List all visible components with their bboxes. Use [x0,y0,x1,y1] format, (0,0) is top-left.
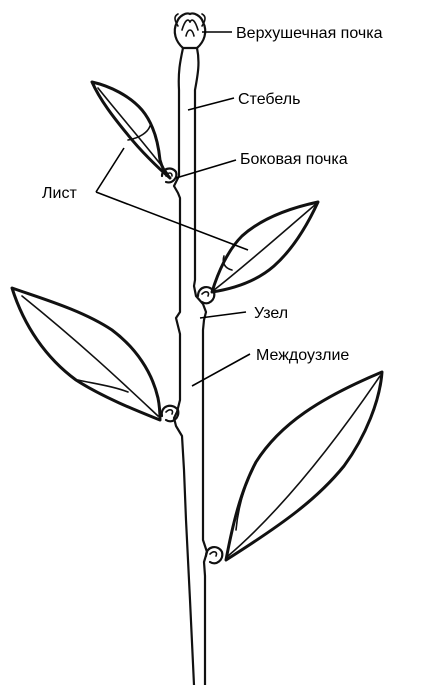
label-node: Узел [254,305,288,322]
label-stem: Стебель [238,91,300,108]
label-leaf: Лист [42,185,77,202]
leaf-upper-left-outline [92,82,170,178]
leaf-lower-left-outline [12,288,160,420]
stem-left-edge [174,48,194,685]
stem-right-edge [194,48,207,685]
leaf-lower-right [226,372,382,560]
label-lateral-bud: Боковая почка [240,151,348,168]
lateral-bud-bottom [206,547,222,563]
leader-lines [96,32,250,386]
leader-lateral-bud [176,160,236,178]
apical-bud [175,13,205,48]
label-internode: Междоузлие [256,347,349,364]
leaf-upper-left [92,82,170,178]
leader-leaf-upper [96,148,124,192]
leaf-lower-left [12,288,160,420]
label-apical-bud: Верхушечная почка [236,25,383,42]
leader-internode [192,354,250,386]
leaf-lower-right-outline [226,372,382,560]
leaf-upper-right [212,202,318,292]
leader-leaf-lower [96,192,248,250]
stem-drawing [174,48,207,685]
labels: Верхушечная почка Стебель Боковая почка … [42,25,383,364]
